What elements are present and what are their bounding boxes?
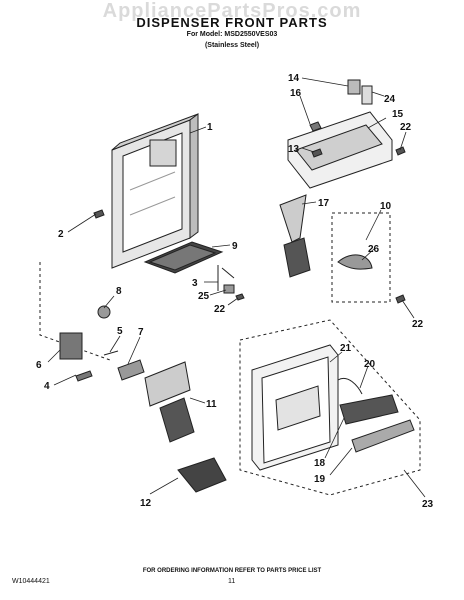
callout-11: 11 [206, 399, 217, 410]
callout-24: 24 [384, 94, 396, 105]
lever-26 [337, 254, 373, 270]
callout-7: 7 [138, 327, 144, 338]
callout-19: 19 [314, 474, 326, 485]
callout-18: 18 [314, 458, 326, 469]
screw-13 [311, 148, 323, 158]
watermark: AppliancePartsPros.com [102, 0, 362, 22]
front-panel [251, 344, 339, 471]
ordering-note: FOR ORDERING INFORMATION REFER TO PARTS … [142, 568, 322, 574]
callout-5: 5 [117, 326, 123, 337]
solenoid-8 [97, 305, 111, 319]
callout-21: 21 [340, 343, 352, 354]
callout-group-23 [239, 319, 421, 496]
actuator-24 [361, 85, 373, 105]
screw-22a [235, 293, 245, 301]
callout-22-right: 22 [412, 319, 424, 330]
harness-20 [337, 378, 363, 395]
callout-14: 14 [288, 73, 300, 84]
callout-group-6 [39, 262, 111, 361]
callout-25: 25 [198, 291, 210, 302]
module-6 [59, 332, 83, 360]
leader-lines [47, 77, 426, 498]
callout-group-10 [331, 212, 391, 303]
overlay-19 [351, 419, 415, 453]
button-14 [347, 79, 361, 95]
water-paddle [144, 361, 195, 443]
spring-clip-3 [217, 265, 235, 291]
callout-20: 20 [364, 359, 376, 370]
callout-4: 4 [44, 381, 50, 392]
bracket-7 [117, 359, 145, 381]
light-socket-16 [309, 121, 322, 132]
funnel-12 [177, 457, 227, 493]
callout-6: 6 [36, 360, 42, 371]
callout-12: 12 [140, 498, 152, 509]
callout-9: 9 [232, 241, 238, 252]
callout-2: 2 [58, 229, 64, 240]
ice-arm [279, 194, 311, 278]
control-housing [287, 79, 406, 189]
dispenser-housing [111, 113, 199, 269]
callout-23: 23 [422, 499, 434, 510]
callout-10: 10 [380, 201, 392, 212]
callout-8: 8 [116, 286, 122, 297]
callout-3: 3 [192, 278, 198, 289]
callout-16: 16 [290, 88, 302, 99]
document-number: W10444421 [12, 578, 50, 585]
callout-labels: 1 2 3 4 5 6 7 8 9 10 11 12 13 14 15 16 1… [36, 73, 434, 510]
page-number: 11 [228, 578, 236, 585]
callout-17: 17 [318, 198, 330, 209]
pin-5 [103, 350, 119, 356]
drip-tray [143, 241, 224, 274]
finish-line: (Stainless Steel) [204, 42, 260, 49]
callout-22-middle: 22 [214, 304, 226, 315]
diagram-title: DISPENSER FRONT PARTS [136, 15, 328, 30]
spring-4 [75, 370, 93, 382]
callout-13: 13 [288, 144, 300, 155]
callout-1: 1 [207, 122, 213, 133]
model-line: For Model: MSD2550VES03 [186, 31, 278, 38]
screw-2 [93, 209, 105, 219]
callout-22-top: 22 [400, 122, 412, 133]
callout-26: 26 [368, 244, 380, 255]
callout-15: 15 [392, 109, 404, 120]
screw-22c [395, 294, 406, 304]
control-board-18 [339, 394, 399, 425]
bracket-25 [223, 284, 235, 294]
